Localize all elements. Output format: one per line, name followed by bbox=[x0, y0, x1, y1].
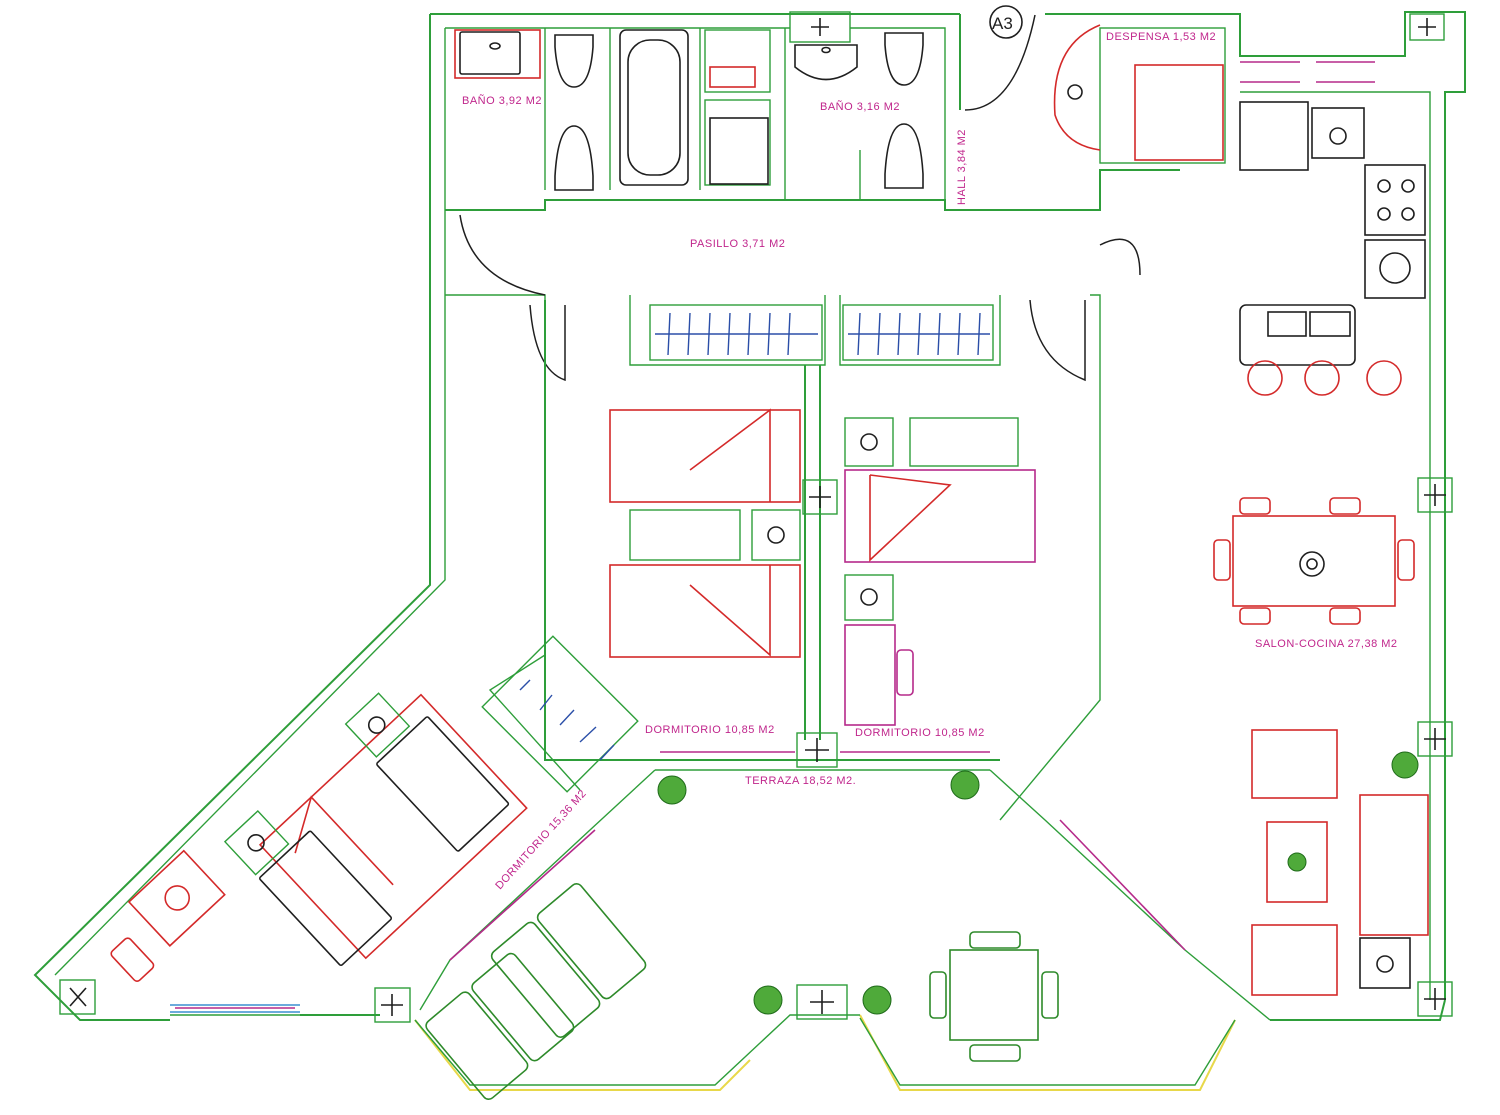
bathroom-1: BAÑO 3,92 M2 bbox=[454, 28, 771, 191]
structure-markers bbox=[1240, 13, 1453, 1017]
room-label-dorm-a: DORMITORIO 10,85 M2 bbox=[645, 724, 775, 736]
terrace: TERRAZA 18,52 M2. bbox=[414, 732, 1271, 1101]
room-label-dorm-b: DORMITORIO 10,85 M2 bbox=[855, 727, 985, 739]
shower-tray bbox=[709, 117, 769, 185]
corridor: PASILLO 3,71 M2 bbox=[445, 169, 1180, 821]
kitchen bbox=[1239, 101, 1426, 396]
room-label-hall: HALL 3,84 M2 bbox=[956, 129, 968, 205]
room-label-despensa: DESPENSA 1,53 M2 bbox=[1106, 31, 1216, 43]
pantry: DESPENSA 1,53 M2 bbox=[1053, 24, 1226, 164]
unit-tag: A3 bbox=[992, 14, 1013, 33]
bathroom-2: BAÑO 3,16 M2 bbox=[784, 11, 924, 200]
plant-living bbox=[1287, 751, 1419, 872]
room-label-bano-1: BAÑO 3,92 M2 bbox=[462, 94, 542, 107]
bedroom-b: DORMITORIO 10,85 M2 bbox=[839, 295, 1036, 739]
room-label-pasillo: PASILLO 3,71 M2 bbox=[690, 238, 785, 250]
bedroom-c: DORMITORIO 15,36 M2 bbox=[59, 635, 639, 1023]
room-label-salon: SALON-COCINA 27,38 M2 bbox=[1255, 638, 1398, 650]
room-label-terraza: TERRAZA 18,52 M2. bbox=[745, 775, 856, 787]
living-room: SALON-COCINA 27,38 M2 bbox=[1213, 497, 1429, 996]
plants-terrace bbox=[657, 770, 980, 1015]
window-dorm-c bbox=[59, 979, 411, 1023]
hall: HALL 3,84 M2 A3 bbox=[956, 5, 1036, 205]
outer-walls bbox=[33, 11, 1466, 1021]
bedroom-a: DORMITORIO 10,85 M2 bbox=[544, 295, 838, 761]
room-label-bano-2: BAÑO 3,16 M2 bbox=[820, 100, 900, 113]
